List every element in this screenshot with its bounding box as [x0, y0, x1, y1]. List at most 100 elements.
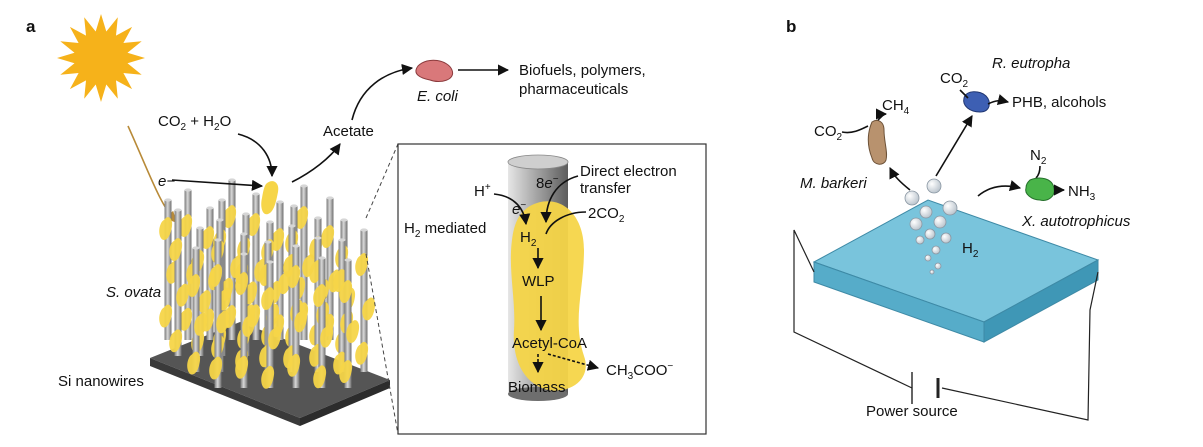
h2-mediated-label: H2 mediated — [404, 220, 486, 240]
s-ovata-cell — [346, 320, 360, 343]
s-ovata-cell — [223, 205, 237, 228]
nanowire — [214, 240, 222, 388]
nanowire-tip — [228, 178, 236, 182]
s-ovata-cell — [209, 356, 223, 380]
nanowire-tip — [164, 198, 172, 202]
co2-to-r-eutropha-arrow — [959, 89, 969, 99]
m-barkeri-icon — [867, 119, 888, 165]
panel-a-letter: a — [26, 17, 36, 36]
m-barkeri-in-arrow — [841, 125, 869, 134]
m-barkeri-out-arrow — [875, 108, 888, 121]
s-ovata-cell — [176, 283, 190, 307]
nanowire — [184, 190, 192, 340]
nanowire-tip — [266, 260, 274, 264]
hydrogen-bubble — [924, 254, 932, 262]
s-ovata-cell — [187, 351, 201, 375]
s-ovata-cell — [261, 287, 275, 310]
hydrogen-bubble — [931, 245, 941, 255]
s-ovata-cell — [209, 264, 223, 287]
nanowire-tip — [344, 258, 352, 262]
electron-label: e− — [158, 173, 175, 190]
wlp-label: WLP — [522, 273, 555, 290]
co2-h2o-label: CO2 + H2O — [158, 113, 231, 133]
s-ovata-cell — [179, 214, 193, 237]
sun-icon — [57, 14, 145, 102]
nanowire-tip — [276, 200, 284, 204]
direct-transfer-line2: transfer — [580, 180, 631, 197]
nanowire — [196, 228, 204, 356]
nanowire-tip — [338, 238, 346, 242]
nanowire — [360, 230, 368, 372]
nanowire — [318, 258, 326, 388]
nanowire-tip — [218, 198, 226, 202]
hplus-arrow — [493, 193, 531, 226]
hydrogen-bubble — [940, 232, 952, 244]
s-ovata-cell — [247, 213, 261, 236]
hydrogen-bubble — [933, 215, 947, 229]
hydrogen-bubbles — [904, 178, 958, 275]
nanowire-tip — [266, 220, 274, 224]
battery-icon — [911, 372, 940, 404]
hydrogen-bubble — [909, 217, 923, 231]
x-autotrophicus-label: X. autotrophicus — [1021, 213, 1131, 230]
s-ovata-cell — [271, 228, 285, 251]
nanowire-tip — [360, 228, 368, 232]
s-ovata-cell — [313, 284, 327, 307]
s-ovata-cell — [339, 280, 353, 303]
nh3-label: NH3 — [1068, 183, 1096, 203]
inset-panel — [397, 143, 707, 435]
nanowire-tip — [206, 206, 214, 210]
co2-arrow — [237, 133, 278, 178]
ecoli-arrow-in — [351, 63, 414, 121]
s-ovata-cell — [169, 238, 183, 261]
electron-arrow — [171, 179, 264, 191]
x-autotrophicus-icon — [1025, 177, 1055, 201]
s-ovata-cell — [320, 324, 334, 348]
s-ovata-label: S. ovata — [106, 284, 161, 301]
s-ovata-cell — [194, 312, 208, 336]
s-ovata-cell — [159, 217, 173, 240]
n2-label: N2 — [1030, 147, 1047, 167]
s-ovata-cell — [242, 313, 256, 337]
nanowire — [326, 198, 334, 340]
nanowire-tip — [326, 196, 334, 200]
s-ovata-cell — [235, 355, 249, 379]
nanowire — [276, 202, 284, 340]
hydrogen-bubble — [904, 190, 920, 206]
s-ovata-cell — [321, 225, 335, 248]
s-ovata-cell — [295, 206, 309, 229]
nanowire — [266, 262, 274, 388]
nanowire-tip — [288, 224, 296, 228]
zoom-line-bottom — [365, 253, 399, 435]
ecoli-icon — [415, 59, 454, 83]
s-ovata-cell — [159, 304, 173, 328]
nanowire-tip — [174, 208, 182, 212]
direct-transfer-line1: Direct electron — [580, 163, 677, 180]
hydrogen-bubble — [929, 269, 935, 275]
ecoli-label: E. coli — [417, 88, 459, 105]
acetate-label: Acetate — [323, 123, 374, 140]
s-ovata-cell — [201, 226, 215, 249]
n2-arrow — [1035, 165, 1041, 179]
s-ovata-cell — [313, 365, 327, 389]
nanowire — [192, 248, 200, 372]
hydrogen-bubble — [924, 228, 936, 240]
si-nanowires-label: Si nanowires — [58, 373, 144, 390]
s-ovata-cell — [294, 309, 308, 333]
nanowire-tip — [318, 256, 326, 260]
s-ovata-cell — [510, 201, 586, 391]
two-co2-label: 2CO2 — [588, 205, 625, 225]
s-ovata-cell — [355, 253, 369, 276]
s-ovata-cell — [169, 329, 183, 353]
s-ovata-cell — [216, 310, 230, 334]
nanowire-tip — [264, 240, 272, 244]
co2-left-label: CO2 — [814, 123, 843, 143]
ch4-label: CH4 — [882, 97, 910, 117]
nanowire-tip — [314, 216, 322, 220]
co2-top-label: CO2 — [940, 70, 969, 90]
s-ovata-cell — [287, 265, 301, 288]
nanowire-tip — [290, 204, 298, 208]
products-line1: Biofuels, polymers, — [519, 62, 646, 79]
nanowire-tip — [196, 226, 204, 230]
hydrogen-bubble — [919, 205, 933, 219]
